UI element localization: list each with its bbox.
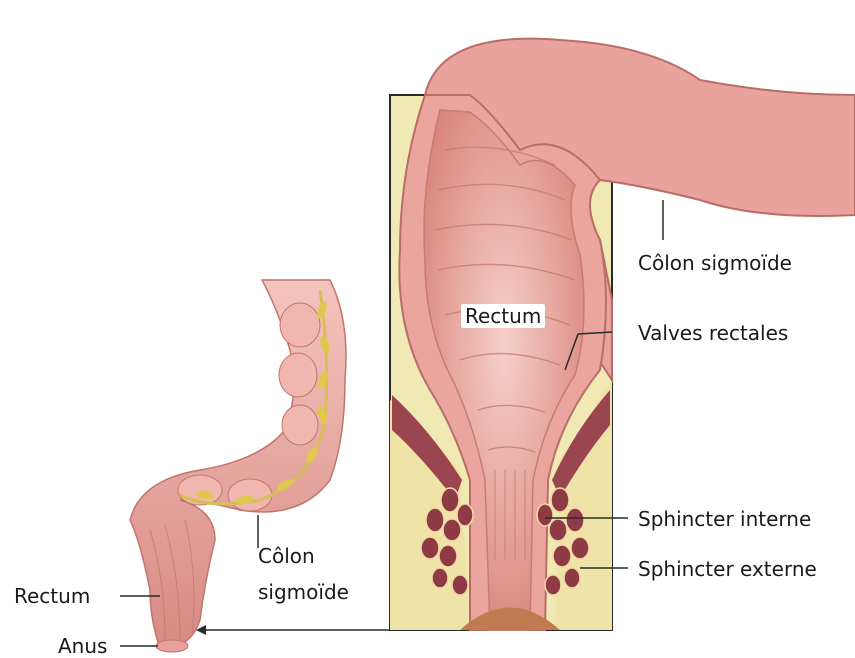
label-sphincter-interne: Sphincter interne bbox=[638, 507, 811, 531]
label-anus: Anus bbox=[58, 634, 107, 658]
label-colon-sigmoide-right: Côlon sigmoïde bbox=[638, 251, 792, 275]
label-colon-sigmoide-left-line2: sigmoïde bbox=[258, 580, 349, 604]
label-colon-sigmoide-left-line1: Côlon bbox=[258, 544, 315, 568]
label-rectum-inner: Rectum bbox=[461, 304, 545, 328]
label-valves-rectales: Valves rectales bbox=[638, 321, 788, 345]
label-rectum-left: Rectum bbox=[14, 584, 90, 608]
label-sphincter-externe: Sphincter externe bbox=[638, 557, 817, 581]
